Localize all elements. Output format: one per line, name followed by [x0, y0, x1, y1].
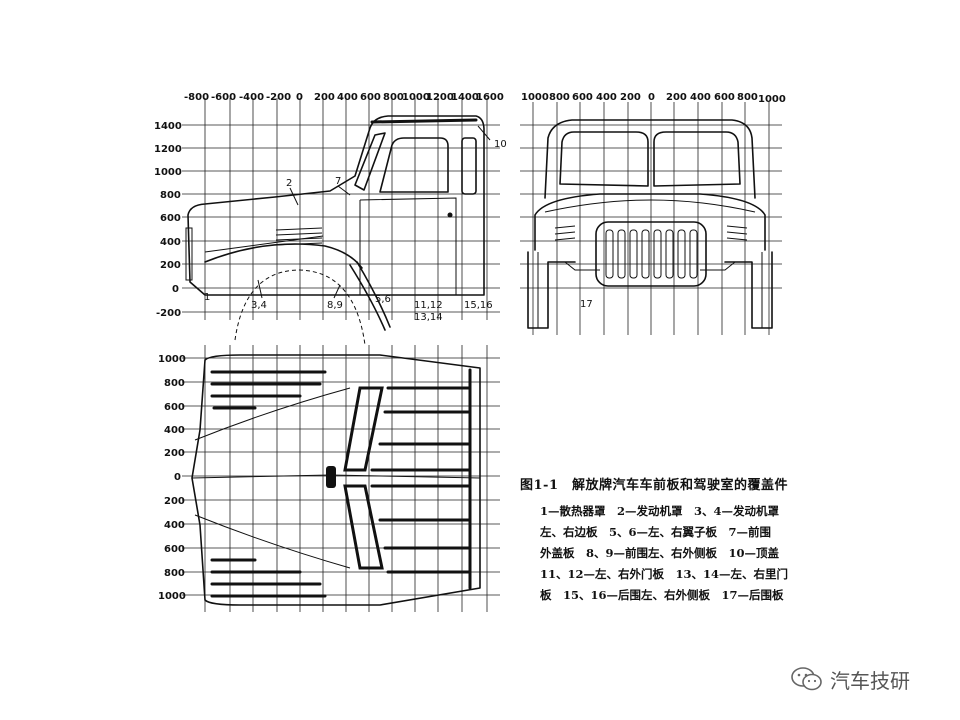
legend-line: 左、右边板 5、6—左、右翼子板 7—前围	[540, 525, 772, 539]
side-y-tick: 600	[160, 213, 181, 224]
top-y-tick: 0	[174, 472, 181, 483]
side-x-tick: 400	[337, 92, 358, 103]
side-y-tick: 800	[160, 190, 181, 201]
callout-label: 1	[204, 292, 210, 303]
side-view-callouts: 2 7 10 1 3,4 8,9 5,6 11,12 13,14 15,16	[204, 139, 507, 323]
wechat-icon	[791, 667, 822, 691]
front-x-tick: 600	[572, 92, 593, 103]
side-x-tick: -600	[211, 92, 236, 103]
side-x-tick: 800	[383, 92, 404, 103]
top-y-tick: 200	[164, 496, 185, 507]
side-y-tick: 1200	[154, 144, 182, 155]
watermark: 汽车技研	[790, 664, 940, 694]
side-x-tick: 200	[314, 92, 335, 103]
side-y-tick: 0	[172, 284, 179, 295]
top-y-tick: 1000	[158, 591, 186, 602]
side-x-tick: -800	[184, 92, 209, 103]
side-y-tick: 1400	[154, 121, 182, 132]
side-x-tick: 1400	[451, 92, 479, 103]
callout-label: 8,9	[327, 300, 343, 311]
front-view-grid	[520, 102, 782, 335]
callout-label: 2	[286, 178, 292, 189]
front-x-tick: 800	[737, 92, 758, 103]
callout-label: 3,4	[251, 300, 267, 311]
watermark-text: 汽车技研	[830, 668, 910, 693]
figure-caption: 图1-1 解放牌汽车车前板和驾驶室的覆盖件 1—散热器罩 2—发动机罩 3、4—…	[520, 474, 840, 606]
top-y-tick: 800	[164, 378, 185, 389]
callout-label: 5,6	[375, 294, 391, 305]
callout-leaders	[257, 125, 491, 299]
top-y-tick: 200	[164, 448, 185, 459]
legend-line: 外盖板 8、9—前围左、右外侧板 10—顶盖	[540, 546, 780, 560]
side-view-truck	[185, 115, 485, 346]
front-x-tick: 600	[714, 92, 735, 103]
front-x-tick: 400	[690, 92, 711, 103]
side-x-tick: 1600	[476, 92, 504, 103]
top-y-tick: 800	[164, 568, 185, 579]
side-x-tick: 0	[296, 92, 303, 103]
side-y-tick: 200	[160, 260, 181, 271]
legend-line: 板 15、16—后围左、右外侧板 17—后围板	[540, 588, 784, 602]
side-view-x-ticks: -800 -600 -400 -200 0 200 400 600 800 10…	[184, 92, 504, 103]
side-y-tick: 400	[160, 237, 181, 248]
top-y-tick: 1000	[158, 354, 186, 365]
side-y-tick: -200	[156, 308, 181, 319]
side-x-tick: 600	[360, 92, 381, 103]
front-x-tick: 200	[620, 92, 641, 103]
top-y-tick: 400	[164, 425, 185, 436]
top-y-tick: 600	[164, 544, 185, 555]
legend-line: 11、12—左、右外门板 13、14—左、右里门	[540, 567, 789, 581]
side-x-tick: 1000	[402, 92, 430, 103]
side-x-tick: -200	[266, 92, 291, 103]
callout-label: 7	[335, 176, 341, 187]
side-view-grid	[182, 98, 500, 320]
front-x-tick: 1000	[521, 92, 549, 103]
side-y-tick: 1000	[154, 167, 182, 178]
front-view-truck	[527, 119, 773, 329]
top-y-tick: 400	[164, 520, 185, 531]
callout-label: 11,12	[414, 300, 443, 311]
callout-label: 13,14	[414, 312, 443, 323]
side-x-tick: 1200	[426, 92, 454, 103]
callout-label: 10	[494, 139, 507, 150]
figure-title: 图1-1 解放牌汽车车前板和驾驶室的覆盖件	[520, 478, 788, 493]
front-x-tick: 200	[666, 92, 687, 103]
callout-label: 15,16	[464, 300, 493, 311]
callout-label: 17	[580, 299, 593, 310]
top-view-truck	[191, 354, 481, 606]
side-view-y-ticks: 1400 1200 1000 800 600 400 200 0 -200	[154, 121, 182, 319]
front-view-x-ticks: 1000 800 600 400 200 0 200 400 600 800 1…	[521, 92, 786, 105]
side-x-tick: -400	[239, 92, 264, 103]
front-x-tick: 800	[549, 92, 570, 103]
top-y-tick: 600	[164, 402, 185, 413]
figure-legend: 1—散热器罩 2—发动机罩 3、4—发动机罩 左、右边板 5、6—左、右翼子板 …	[520, 501, 840, 606]
front-x-tick: 400	[596, 92, 617, 103]
front-x-tick: 0	[648, 92, 655, 103]
top-view-y-ticks: 1000 800 600 400 200 0 200 400 600 800 1…	[158, 354, 186, 602]
front-x-tick: 1000	[758, 94, 786, 105]
legend-line: 1—散热器罩 2—发动机罩 3、4—发动机罩	[540, 504, 780, 518]
